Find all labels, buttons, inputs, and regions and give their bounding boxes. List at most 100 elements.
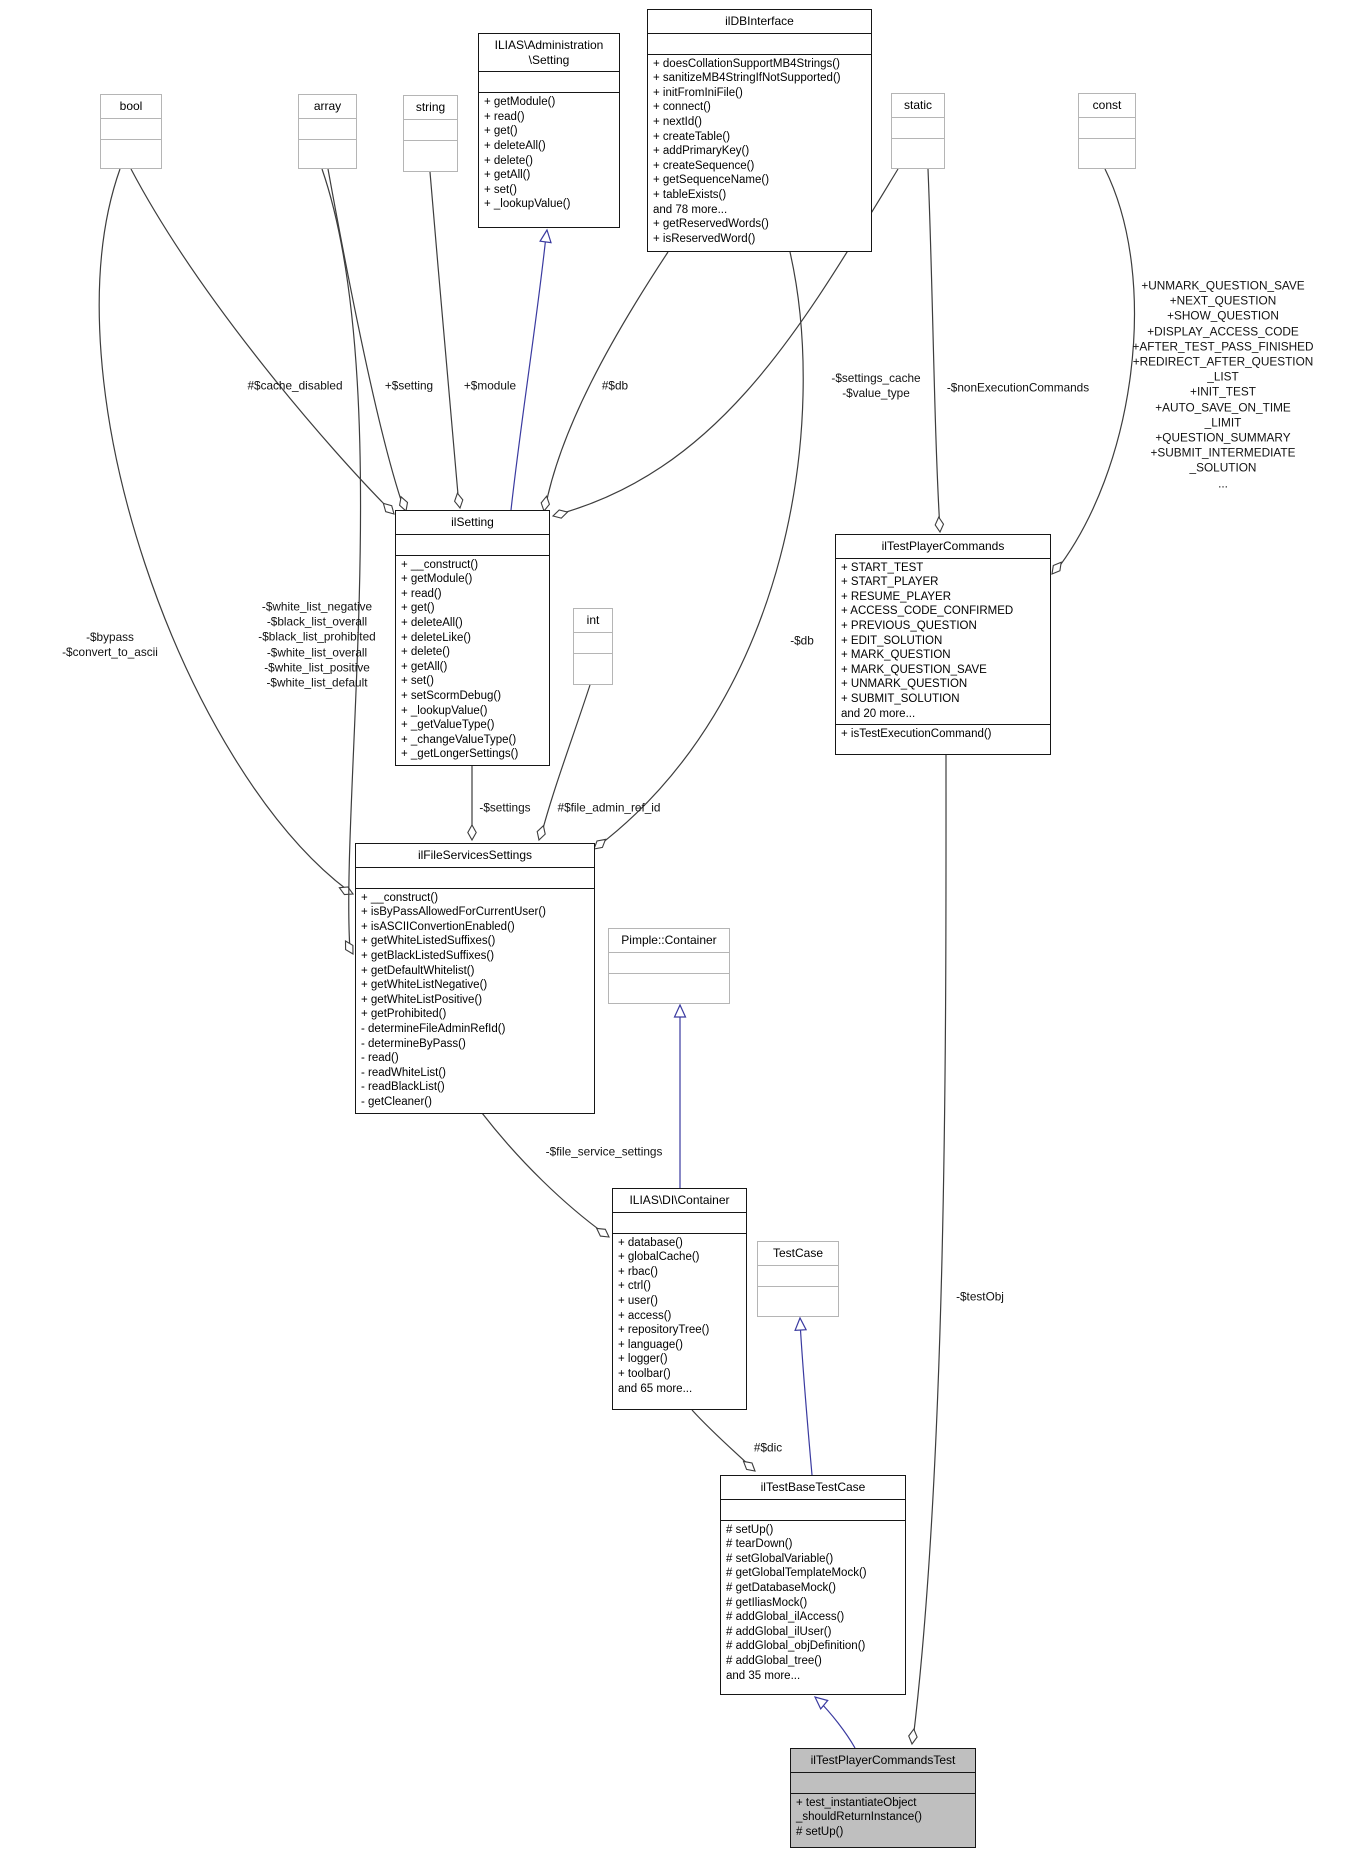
class-member: + START_TEST [841,561,924,574]
class-attributes [356,868,594,889]
class-title: int [574,609,612,633]
class-array: array [298,94,357,169]
class-attributes [758,1266,838,1287]
class-attributes [648,34,871,55]
inheritance-arrow-icon [794,1316,808,1331]
class-title: static [892,94,944,118]
class-member: - getCleaner() [361,1095,432,1108]
class-member: # getIliasMock() [726,1596,808,1609]
edge-label-const_block: +UNMARK_QUESTION_SAVE +NEXT_QUESTION +SH… [1132,278,1314,491]
class-member: + test_instantiateObject _shouldReturnIn… [796,1796,922,1824]
class-member: + connect() [653,101,711,114]
inheritance-arrow-icon [673,1003,687,1018]
class-member: # addGlobal_tree() [726,1654,822,1667]
class-member: + getWhiteListNegative() [361,979,488,992]
class-member: + UNMARK_QUESTION [841,678,968,691]
class-member: + RESUME_PLAYER [841,590,952,603]
class-member: + setScormDebug() [401,689,502,702]
class-methods [758,1287,838,1316]
class-ildbinterface[interactable]: ilDBInterface+ doesCollationSupportMB4St… [647,9,872,252]
class-member: # addGlobal_objDefinition() [726,1640,866,1653]
class-member: + repositoryTree() [618,1324,710,1337]
class-playertest[interactable]: ilTestPlayerCommandsTest+ test_instantia… [790,1748,976,1848]
aggregation-diamond-icon [382,502,395,515]
class-methods [299,140,356,168]
edge-label-db: #$db [601,378,629,393]
relationship-edge [540,684,591,837]
class-member: + read() [401,587,442,600]
aggregation-diamond-icon [934,515,945,534]
class-member: + getModule() [484,96,556,109]
class-member: + _lookupValue() [484,198,571,211]
class-member: + getReservedWords() [653,218,769,231]
class-member: - determineFileAdminRefId() [361,1022,506,1035]
inheritance-arrow-icon [539,228,552,244]
class-iltestplayercommands[interactable]: ilTestPlayerCommands+ START_TEST+ START_… [835,534,1051,755]
class-int: int [573,608,613,685]
relationship-edge [130,168,393,513]
class-member: + deleteAll() [401,616,463,629]
class-const: const [1078,93,1136,169]
edge-label-file_service_settings: -$file_service_settings [545,1144,663,1159]
class-member: + SUBMIT_SOLUTION [841,692,960,705]
class-dic[interactable]: ILIAS\DI\Container+ database()+ globalCa… [612,1188,747,1410]
class-attributes [1079,118,1135,139]
class-title: ILIAS\Administration \Setting [479,34,619,73]
relationship-edge [596,251,804,848]
class-filesettings[interactable]: ilFileServicesSettings+ __construct()+ i… [355,843,595,1114]
class-title: ilFileServicesSettings [356,844,594,868]
class-member: + ACCESS_CODE_CONFIRMED [841,605,1014,618]
relationship-edge [510,235,547,511]
class-member: + getDefaultWhitelist() [361,964,475,977]
class-attributes [609,953,729,974]
class-member: + rbac() [618,1265,658,1278]
class-member: + getAll() [401,660,448,673]
class-title: ilTestPlayerCommands [836,535,1050,559]
class-member: and 65 more... [618,1382,693,1395]
edge-label-file_admin_ref_id: #$file_admin_ref_id [557,800,661,815]
class-member: + isASCIIConvertionEnabled() [361,920,515,933]
class-member: + createSequence() [653,159,755,172]
class-member: + getWhiteListedSuffixes() [361,935,496,948]
class-member: + tableExists() [653,188,727,201]
class-member: - readWhiteList() [361,1066,446,1079]
class-member: + getSequenceName() [653,174,770,187]
aggregation-diamond-icon [551,509,569,519]
class-attributes [791,1773,975,1794]
class-member: + MARK_QUESTION [841,649,951,662]
relationship-edge [327,168,405,510]
class-member: # setUp() [726,1523,774,1536]
edge-label-bypass: -$bypass -$convert_to_ascii [62,629,158,659]
class-member: + getBlackListedSuffixes() [361,949,495,962]
class-member: + _getLongerSettings() [401,748,519,761]
class-admin_setting[interactable]: ILIAS\Administration \Setting + getModule… [478,33,620,228]
class-member: + read() [484,110,525,123]
class-methods: + isTestExecutionCommand() [836,725,1050,754]
class-methods: + __construct()+ getModule()+ read()+ ge… [396,556,549,765]
class-title: ILIAS\DI\Container [613,1189,746,1213]
class-member: - determineByPass() [361,1037,466,1050]
aggregation-diamond-icon [338,886,355,896]
edge-label-setting: +$setting [384,378,434,393]
class-basetestcase[interactable]: ilTestBaseTestCase# setUp()# tearDown()#… [720,1475,906,1695]
class-ilsetting[interactable]: ilSetting+ __construct()+ getModule()+ r… [395,510,550,766]
class-member: + getAll() [484,169,531,182]
class-member: + getModule() [401,573,473,586]
class-bool: bool [100,94,162,169]
class-methods: + getModule()+ read()+ get()+ deleteAll(… [479,93,619,227]
class-member: # setGlobalVariable() [726,1552,834,1565]
class-member: + createTable() [653,130,731,143]
relationship-edge [927,168,941,531]
class-methods [609,974,729,1003]
class-title: TestCase [758,1242,838,1266]
class-methods [892,139,944,168]
class-attributes [613,1213,746,1234]
aggregation-diamond-icon [908,1727,918,1746]
class-member: + set() [401,675,434,688]
class-member: # setUp() [796,1825,844,1838]
class-title: ilTestBaseTestCase [721,1476,905,1500]
edge-label-settings: -$settings [479,800,531,815]
class-member: + get() [484,125,518,138]
